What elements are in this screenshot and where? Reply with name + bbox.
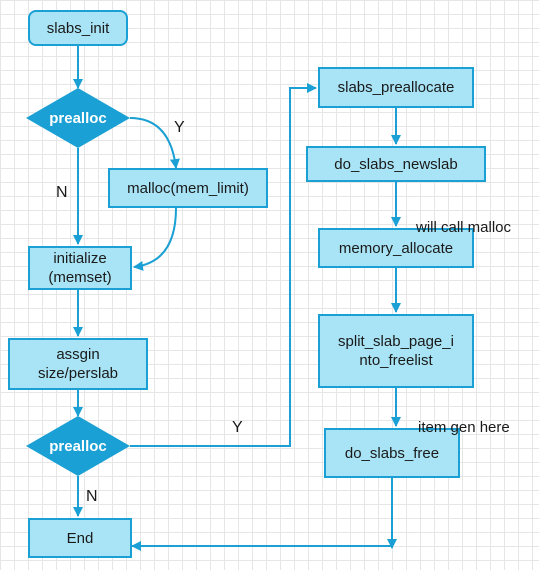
assgin-node: assgin size/perslab <box>8 338 148 390</box>
memory-allocate-node: memory_allocate <box>318 228 474 268</box>
assgin-text-line2: size/perslab <box>37 365 119 382</box>
split-slab-page-text-line1: split_slab_page_i <box>338 333 454 350</box>
slabs-preallocate-text: slabs_preallocate <box>337 79 455 96</box>
edge-prealloc-bottom-yes <box>130 83 317 447</box>
split-slab-page-node: split_slab_page_i nto_freelist <box>318 314 474 388</box>
initialize-text-line2: (memset) <box>48 269 112 286</box>
initialize-node: initialize (memset) <box>28 246 132 290</box>
prealloc-top-no-label: N <box>56 184 68 201</box>
split-slab-page-text-line2: nto_freelist <box>359 352 433 369</box>
initialize-text-line1: initialize <box>53 250 107 267</box>
slabs-init-node: slabs_init <box>28 10 128 46</box>
prealloc-top-diamond <box>26 88 130 148</box>
slabs-init-text: slabs_init <box>46 19 110 37</box>
edge-free-to-end <box>131 478 393 551</box>
do-slabs-newslab-text: do_slabs_newslab <box>334 155 458 173</box>
malloc-node: malloc(mem_limit) <box>108 168 268 208</box>
prealloc-bottom-yes-label: Y <box>232 419 243 436</box>
prealloc-bottom-diamond <box>26 416 130 476</box>
prealloc-bottom-label: prealloc <box>49 438 107 455</box>
will-call-malloc-annotation: will call malloc <box>416 219 512 236</box>
do-slabs-newslab-node: do_slabs_newslab <box>306 146 486 182</box>
end-node: End <box>28 518 132 558</box>
edge-prealloc-yes <box>129 117 180 169</box>
prealloc-top-label: prealloc <box>49 110 107 127</box>
do-slabs-free-text: do_slabs_free <box>344 444 440 462</box>
do-slabs-free-node: do_slabs_free <box>324 428 460 478</box>
slabs-preallocate-node: slabs_preallocate <box>318 67 474 108</box>
prealloc-bottom-no-label: N <box>86 488 98 505</box>
item-gen-here-annotation: item gen here <box>418 419 510 436</box>
edge-malloc-to-initialize <box>133 207 177 271</box>
memory-allocate-text: memory_allocate <box>338 239 454 257</box>
prealloc-top-yes-label: Y <box>174 119 185 136</box>
end-text: End <box>66 529 94 547</box>
assgin-text-line1: assgin <box>56 346 100 363</box>
malloc-text: malloc(mem_limit) <box>127 179 249 197</box>
